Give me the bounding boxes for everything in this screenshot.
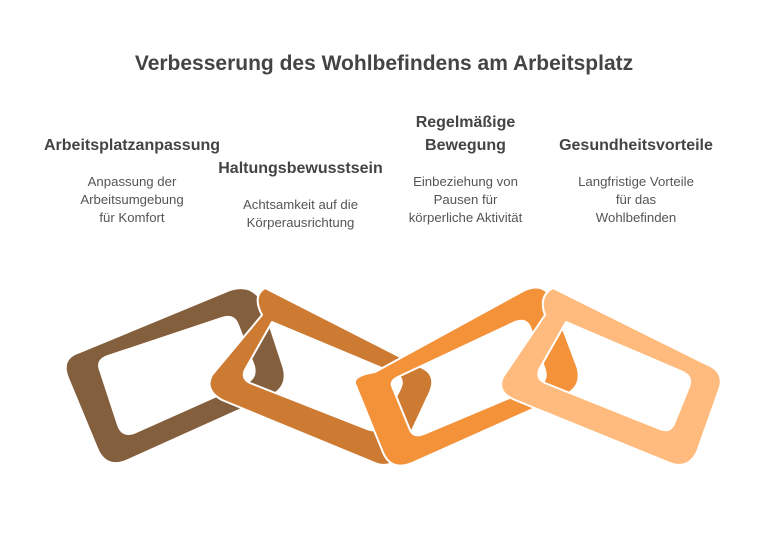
step-heading: Haltungsbewusstsein — [218, 160, 383, 177]
step-gesundheitsvorteile: Gesundheitsvorteile Langfristige Vorteil… — [538, 134, 734, 227]
step-haltungsbewusstsein: Haltungsbewusstsein Achtsamkeit auf die … — [198, 157, 403, 232]
chain-link-1 — [64, 287, 286, 464]
step-arbeitsplatzanpassung: Arbeitsplatzanpassung Anpassung der Arbe… — [22, 134, 242, 227]
page-title: Verbesserung des Wohlbefindens am Arbeit… — [134, 52, 634, 75]
step-description: Langfristige Vorteile für das Wohlbefind… — [578, 174, 694, 225]
step-description: Achtsamkeit auf die Körperausrichtung — [242, 197, 359, 230]
chain-link-4 — [500, 287, 722, 466]
chain-link-1-shape — [64, 287, 286, 464]
step-regelmaessige-bewegung: Regelmäßige Bewegung Einbeziehung von Pa… — [388, 111, 543, 227]
step-heading: Gesundheitsvorteile — [559, 137, 713, 154]
step-heading: Arbeitsplatzanpassung — [43, 137, 221, 154]
step-description: Anpassung der Arbeitsumgebung für Komfor… — [80, 174, 184, 225]
step-description: Einbeziehung von Pausen für körperliche … — [408, 174, 523, 225]
chain-link-4-shape — [500, 287, 722, 466]
step-heading: Regelmäßige Bewegung — [415, 114, 516, 154]
